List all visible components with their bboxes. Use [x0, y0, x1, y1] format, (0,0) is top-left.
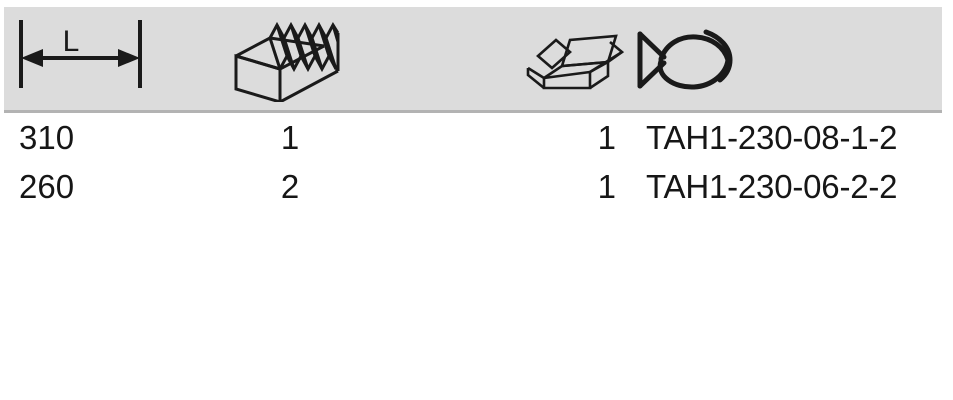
fish-icon [634, 26, 734, 94]
cell-packaging: 1 [597, 119, 616, 156]
open-box-icon [524, 26, 628, 94]
header-bottom-rule [4, 110, 942, 113]
table-header-band [4, 7, 942, 110]
table-row: 260 2 1 TAH1-230-06-2-2 [0, 162, 953, 211]
cell-quantity: 1 [280, 119, 300, 156]
cell-part-code: TAH1-230-08-1-2 [646, 119, 898, 156]
cell-length: 260 [19, 168, 75, 205]
cell-quantity: 2 [280, 168, 300, 205]
cell-part-code: TAH1-230-06-2-2 [646, 168, 898, 205]
cell-length: 310 [19, 119, 75, 156]
length-dimension-icon: L [14, 18, 150, 94]
length-label: L [63, 25, 80, 58]
toothed-rack-icon [232, 16, 354, 102]
table-row: 310 1 1 TAH1-230-08-1-2 [0, 113, 953, 162]
cell-packaging: 1 [597, 168, 616, 205]
table-body: 310 1 1 TAH1-230-08-1-2 260 2 1 TAH1-230… [0, 113, 953, 211]
